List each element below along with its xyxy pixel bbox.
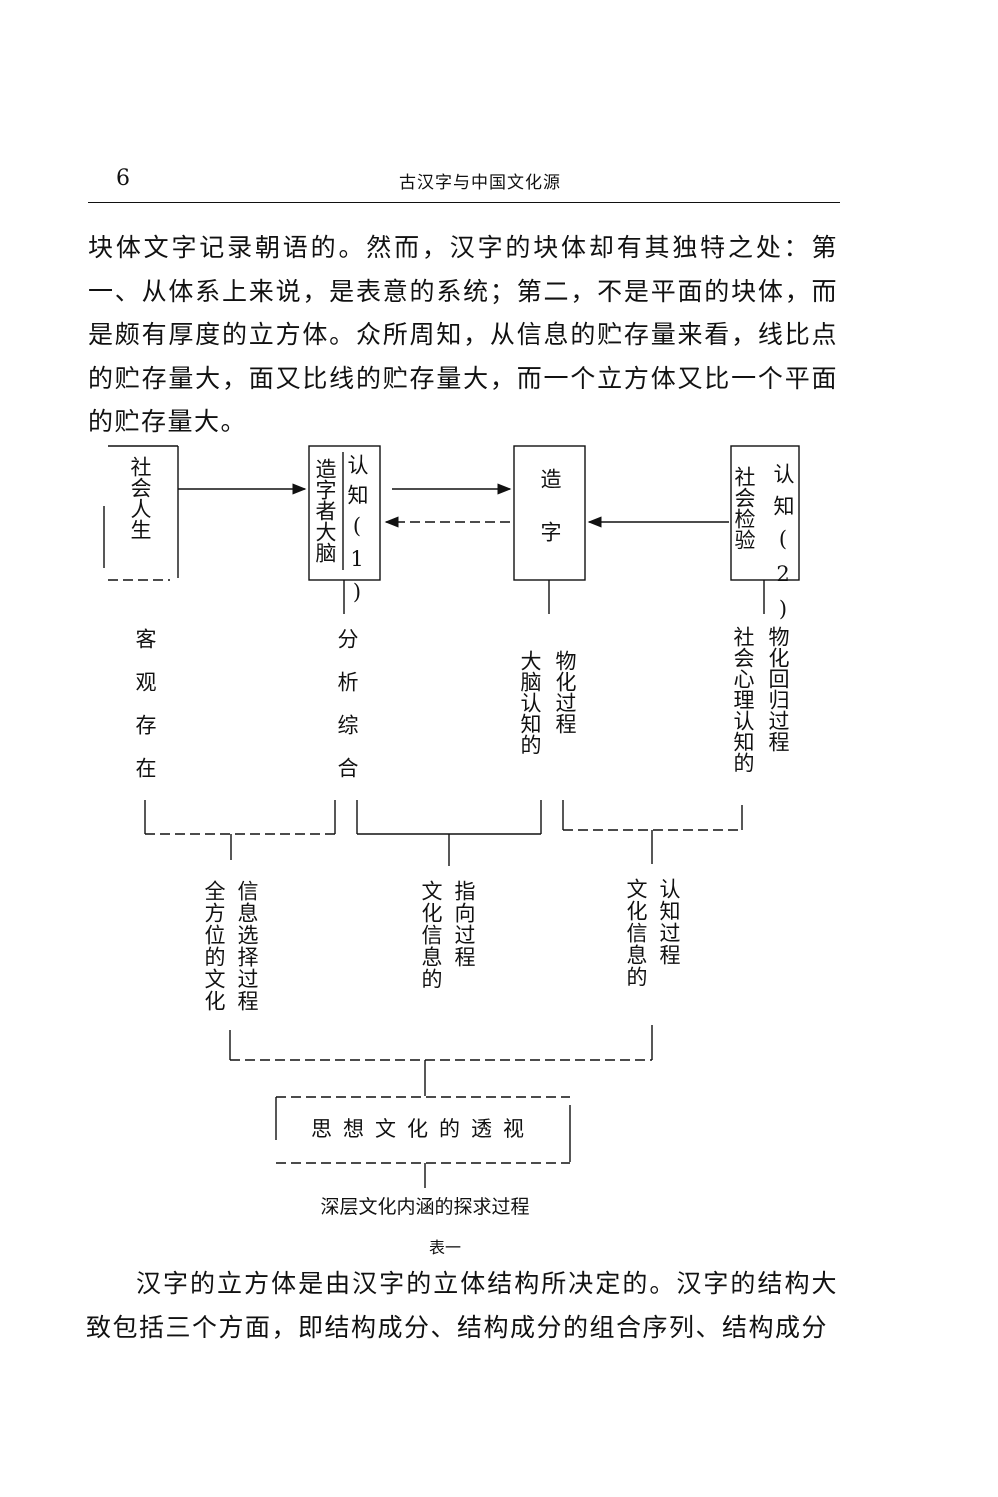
label-pointing-left: 文化信息的	[419, 880, 443, 990]
bracket-stage1-middle	[356, 800, 542, 866]
label-analysis-synthesis: 分析综合	[335, 628, 359, 800]
body-paragraph-1: 块体文字记录朝语的。然而，汉字的块体却有其独特之处：第一、从体系上来说，是表意的…	[88, 233, 838, 436]
bracket-stage1-right	[562, 800, 743, 864]
table-caption: 表一	[428, 1238, 461, 1257]
box-cognition-2-left-text: 社会检验	[732, 466, 756, 550]
label-recognition-right: 认知过程	[657, 878, 681, 966]
label-selection-right: 信息选择过程	[235, 880, 259, 1012]
bracket-stage2	[229, 1025, 653, 1096]
label-feedback-right: 物化回归过程	[766, 626, 790, 752]
label-feedback-left: 社会心理认知的	[731, 626, 755, 773]
bracket-stage1-left	[144, 800, 336, 860]
label-materialize-right: 物化过程	[553, 650, 577, 734]
box-social-life-text: 社会人生	[128, 456, 152, 540]
running-header-title: 古汉字与中国文化源	[399, 173, 561, 193]
box-thought-text: 思想文化的透视	[311, 1117, 535, 1141]
label-recognition-left: 文化信息的	[624, 878, 648, 988]
label-pointing-right: 指向过程	[452, 880, 476, 968]
label-objective-existence: 客观存在	[133, 628, 157, 800]
label-materialize-left: 大脑认知的	[518, 650, 542, 755]
page-number: 6	[116, 166, 130, 191]
body-paragraph-2: 汉字的立方体是由汉字的立体结构所决定的。汉字的结构大致包括三个方面，即结构成分、…	[86, 1269, 838, 1342]
label-selection-left: 全方位的文化	[202, 880, 226, 1012]
box-cognition-1-left-text: 造字者大脑	[313, 458, 337, 563]
box-cognition-1-right-text: 认知(1)	[345, 454, 369, 613]
header-rule	[88, 202, 840, 203]
box-cognition-2-right-text: 认知(2)	[771, 463, 795, 632]
process-caption: 深层文化内涵的探求过程	[320, 1196, 530, 1218]
box-create-char-text: 造字	[538, 468, 562, 574]
